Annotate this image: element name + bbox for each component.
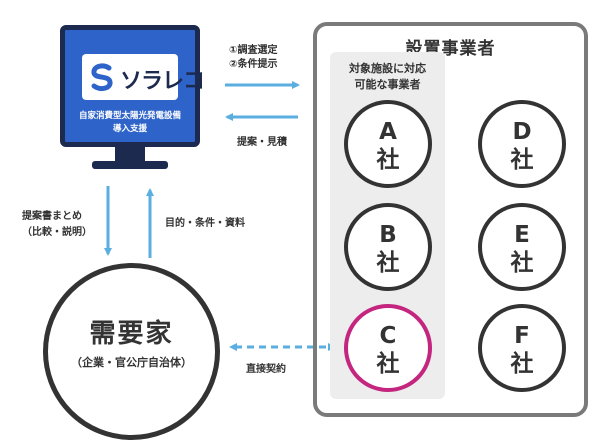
company-b-letter: B — [379, 222, 397, 248]
company-e-suffix: 社 — [510, 250, 534, 276]
monitor-screen: ソラレコ 自家消費型太陽光発電設備 導入支援 — [60, 25, 205, 147]
company-e-letter: E — [514, 222, 530, 248]
company-f-letter: F — [514, 323, 530, 349]
company-c-letter: C — [379, 323, 397, 349]
arrow-direct-contract-start-head — [229, 343, 237, 351]
company-a-letter: A — [379, 119, 397, 145]
eligible-label-line1: 対象施設に対応 — [349, 62, 426, 75]
company-f-suffix: 社 — [510, 351, 534, 377]
solareco-s-icon — [91, 63, 113, 92]
company-c: C 社 — [344, 304, 432, 392]
monitor-base — [92, 161, 168, 169]
eligible-label-line2: 可能な事業者 — [354, 78, 421, 91]
solareco-caption-line1: 自家消費型太陽光発電設備 — [78, 111, 181, 121]
customer-circle: 需要家 （企業・官公庁自治体） — [43, 263, 220, 440]
label-to-providers-line2: ②条件提示 — [229, 59, 278, 70]
solareco-logo: ソラレコ — [82, 54, 205, 100]
solareco-logo-text: ソラレコ — [120, 69, 205, 94]
company-a-suffix: 社 — [376, 147, 400, 173]
label-to-customer-line1: 提案書まとめ — [22, 211, 82, 222]
company-b: B 社 — [344, 203, 432, 291]
company-f: F 社 — [478, 304, 566, 392]
customer-subtitle: （企業・官公庁自治体） — [71, 356, 192, 369]
company-c-suffix: 社 — [376, 351, 400, 377]
label-from-customer: 目的・条件・資料 — [165, 218, 245, 229]
company-d-letter: D — [512, 119, 532, 145]
company-d: D 社 — [478, 100, 566, 188]
label-direct-contract: 直接契約 — [246, 364, 286, 375]
monitor-neck — [115, 147, 145, 163]
company-b-suffix: 社 — [376, 250, 400, 276]
company-e: E 社 — [478, 203, 566, 291]
solareco-caption-line2: 導入支援 — [112, 124, 147, 134]
company-d-suffix: 社 — [510, 147, 534, 173]
company-a: A 社 — [344, 100, 432, 188]
solareco-monitor: ソラレコ 自家消費型太陽光発電設備 導入支援 — [60, 25, 205, 195]
label-from-providers: 提案・見積 — [237, 137, 287, 148]
label-to-customer-line2: （比較・説明） — [22, 227, 92, 238]
customer-title: 需要家 — [89, 319, 174, 349]
label-to-providers-line1: ①調査選定 — [229, 45, 278, 56]
